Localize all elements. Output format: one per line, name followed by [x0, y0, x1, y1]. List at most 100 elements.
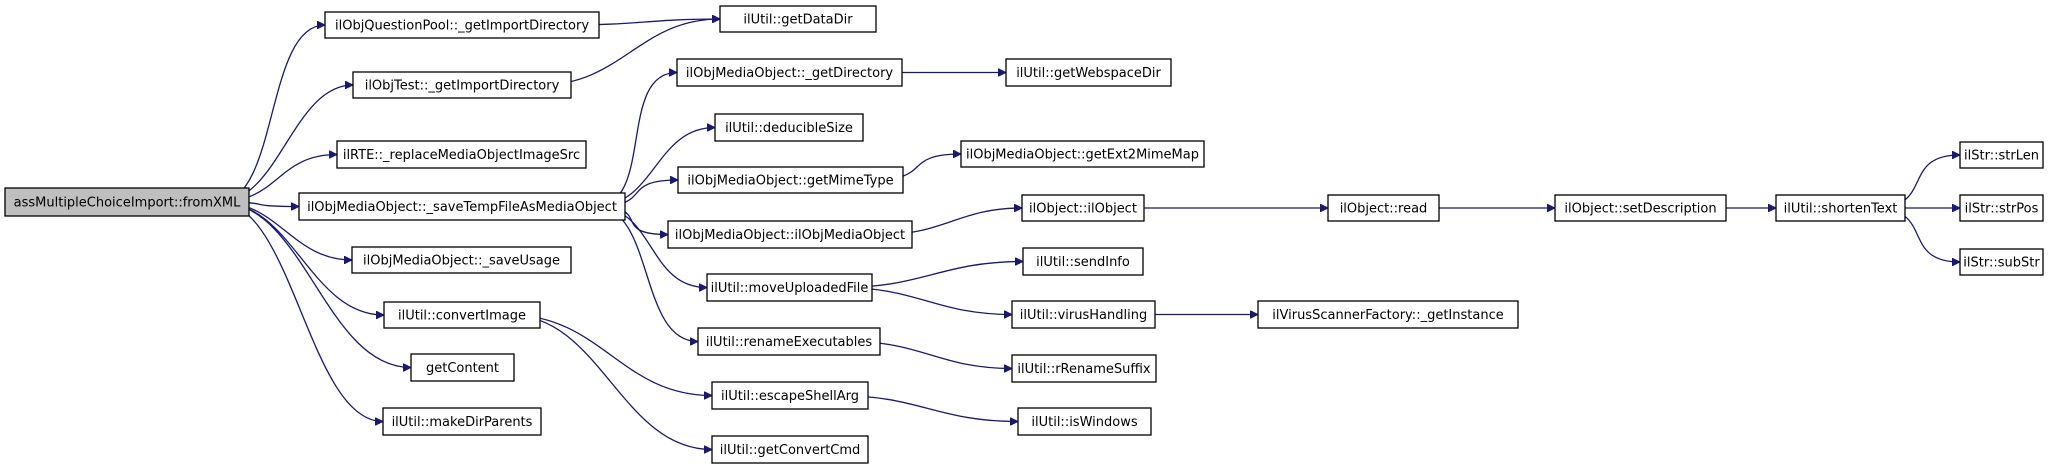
node-root[interactable]: assMultipleChoiceImport::fromXML	[4, 187, 250, 217]
node-box	[1554, 194, 1727, 222]
node-label: ilUtil::getConvertCmd	[720, 443, 861, 458]
node-label: ilUtil::getDataDir	[743, 13, 853, 28]
node-ext2Mime[interactable]: ilObjMediaObject::getExt2MimeMap	[960, 140, 1205, 168]
node-virus[interactable]: ilUtil::virusHandling	[1011, 300, 1156, 329]
node-label: ilUtil::getWebspaceDir	[1016, 66, 1161, 81]
node-box	[1959, 141, 2044, 169]
node-box	[1021, 194, 1145, 222]
node-box	[711, 435, 869, 464]
node-label: ilUtil::renameExecutables	[706, 335, 873, 350]
node-box	[351, 246, 572, 274]
node-label: ilUtil::rRenameSuffix	[1017, 362, 1151, 377]
node-box	[1011, 354, 1157, 383]
node-label: ilStr::subStr	[1963, 256, 2040, 271]
node-mo_ctor[interactable]: ilObjMediaObject::ilObjMediaObject	[667, 220, 913, 249]
node-label: ilObjTest::_getImportDirectory	[365, 79, 560, 94]
node-escShell[interactable]: ilUtil::escapeShellArg	[711, 381, 869, 410]
node-label: ilVirusScannerFactory::_getInstance	[1272, 308, 1503, 323]
node-box	[1257, 300, 1519, 329]
node-label: ilRTE::_replaceMediaObjectImageSrc	[343, 148, 580, 163]
node-strLen[interactable]: ilStr::strLen	[1959, 141, 2044, 169]
node-vsf[interactable]: ilVirusScannerFactory::_getInstance	[1257, 300, 1519, 329]
node-rte[interactable]: ilRTE::_replaceMediaObjectImageSrc	[336, 140, 587, 169]
node-label: ilObjMediaObject::getMimeType	[687, 174, 893, 189]
edge-root-to-qp_gid	[218, 25, 325, 203]
node-box	[719, 5, 877, 33]
node-box	[336, 140, 587, 169]
node-renameEx[interactable]: ilUtil::renameExecutables	[697, 327, 881, 356]
edge-convImg-to-getConv	[509, 314, 712, 450]
node-box	[1011, 300, 1156, 329]
node-box	[960, 140, 1205, 168]
node-sendInfo[interactable]: ilUtil::sendInfo	[1022, 247, 1144, 276]
node-label: ilUtil::shortenText	[1784, 202, 1898, 217]
node-mo_getDir[interactable]: ilObjMediaObject::_getDirectory	[676, 58, 903, 87]
node-label: ilUtil::moveUploadedFile	[711, 281, 869, 296]
node-ilObj[interactable]: ilObject::ilObject	[1021, 194, 1145, 222]
node-getDataDir[interactable]: ilUtil::getDataDir	[719, 5, 877, 33]
node-rRename[interactable]: ilUtil::rRenameSuffix	[1011, 354, 1157, 383]
node-box	[410, 353, 515, 382]
node-box	[352, 71, 572, 99]
node-box	[1022, 247, 1144, 276]
node-label: ilObjMediaObject::_saveUsage	[363, 254, 560, 269]
node-box	[382, 407, 542, 436]
node-makeDirP[interactable]: ilUtil::makeDirParents	[382, 407, 542, 436]
node-label: ilUtil::convertImage	[398, 309, 526, 324]
node-isWin[interactable]: ilUtil::isWindows	[1017, 407, 1152, 436]
node-box	[667, 220, 913, 249]
node-strPos[interactable]: ilStr::strPos	[1959, 194, 2044, 222]
node-test_gid[interactable]: ilObjTest::_getImportDirectory	[352, 71, 572, 99]
node-label: ilObject::ilObject	[1029, 202, 1137, 217]
node-box	[383, 301, 541, 329]
node-setDesc[interactable]: ilObject::setDescription	[1554, 194, 1727, 222]
node-box	[706, 273, 873, 302]
node-box	[324, 11, 600, 39]
node-label: ilObjMediaObject::_saveTempFileAsMediaOb…	[307, 200, 617, 215]
node-getMime[interactable]: ilObjMediaObject::getMimeType	[677, 166, 904, 194]
edge-root-to-makeDirP	[218, 201, 383, 422]
node-box	[714, 113, 864, 142]
node-label: ilUtil::escapeShellArg	[721, 389, 859, 404]
node-box	[676, 58, 903, 87]
node-box	[1005, 58, 1172, 87]
edge-root-to-getContent	[218, 201, 411, 368]
node-label: ilUtil::virusHandling	[1020, 308, 1147, 323]
node-label: ilUtil::makeDirParents	[392, 415, 533, 430]
node-label: ilObject::read	[1340, 202, 1428, 217]
node-qp_gid[interactable]: ilObjQuestionPool::_getImportDirectory	[324, 11, 600, 39]
node-convImg[interactable]: ilUtil::convertImage	[383, 301, 541, 329]
node-label: ilUtil::sendInfo	[1036, 255, 1130, 270]
node-label: getContent	[426, 361, 499, 376]
node-label: ilStr::strLen	[1964, 149, 2039, 164]
node-box	[677, 166, 904, 194]
node-box	[1327, 194, 1440, 222]
edge-root-to-test_gid	[218, 85, 353, 203]
node-dedSize[interactable]: ilUtil::deducibleSize	[714, 113, 864, 142]
node-label: ilObjQuestionPool::_getImportDirectory	[335, 19, 589, 34]
node-box	[4, 187, 250, 217]
node-label: ilUtil::deducibleSize	[725, 121, 853, 136]
node-shorten[interactable]: ilUtil::shortenText	[1775, 194, 1906, 222]
node-label: assMultipleChoiceImport::fromXML	[14, 196, 241, 211]
node-moveUp[interactable]: ilUtil::moveUploadedFile	[706, 273, 873, 302]
node-label: ilObjMediaObject::ilObjMediaObject	[675, 228, 905, 243]
edge-saveTemp-to-mo_getDir	[594, 73, 677, 208]
node-box	[697, 327, 881, 356]
node-box	[1775, 194, 1906, 222]
node-saveTemp[interactable]: ilObjMediaObject::_saveTempFileAsMediaOb…	[298, 192, 626, 221]
node-getConv[interactable]: ilUtil::getConvertCmd	[711, 435, 869, 464]
node-box	[711, 381, 869, 410]
node-getContent[interactable]: getContent	[410, 353, 515, 382]
node-saveUsage[interactable]: ilObjMediaObject::_saveUsage	[351, 246, 572, 274]
node-subStr[interactable]: ilStr::subStr	[1959, 248, 2044, 276]
node-label: ilObject::setDescription	[1564, 202, 1716, 217]
edge-convImg-to-escShell	[509, 314, 712, 396]
node-box	[1017, 407, 1152, 436]
node-label: ilObjMediaObject::_getDirectory	[686, 66, 894, 81]
node-box	[1959, 194, 2044, 222]
node-read[interactable]: ilObject::read	[1327, 194, 1440, 222]
node-getWsDir[interactable]: ilUtil::getWebspaceDir	[1005, 58, 1172, 87]
function-nodes: assMultipleChoiceImport::fromXML ilObjQue…	[4, 5, 2044, 464]
